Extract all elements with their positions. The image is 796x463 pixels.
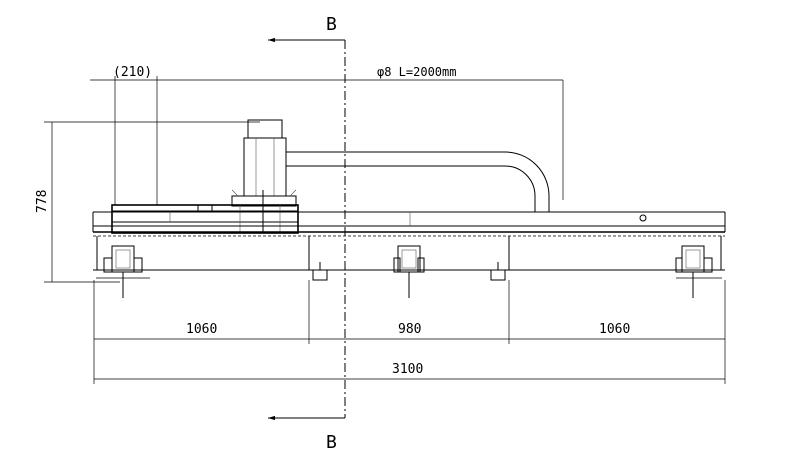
span-left-label: 1060: [186, 322, 217, 337]
bracket-right: [675, 245, 722, 298]
bracket-left: [96, 245, 150, 298]
section-label-bottom: B: [326, 432, 337, 453]
cable-tube: [286, 151, 550, 212]
span-right-label: 1060: [599, 322, 630, 337]
section-label-top: B: [326, 14, 337, 35]
bottom-dimension-lines: [93, 280, 726, 384]
section-line-b: [268, 37, 346, 421]
span-mid-label: 980: [398, 322, 421, 337]
cable-dimension-label: φ8 L=2000mm: [377, 65, 456, 79]
motor-unit: [231, 119, 297, 232]
height-dimension-label: 778: [35, 190, 50, 213]
overall-length-label: 3100: [392, 362, 423, 377]
support-feet: [312, 262, 506, 281]
top-dimension-lines: [90, 76, 564, 205]
bracket-middle: [393, 245, 425, 298]
carriage-plate: [111, 204, 299, 234]
height-dimension-lines: [44, 121, 260, 283]
main-rail: [92, 211, 726, 271]
offset-dimension-label: (210): [113, 65, 152, 80]
